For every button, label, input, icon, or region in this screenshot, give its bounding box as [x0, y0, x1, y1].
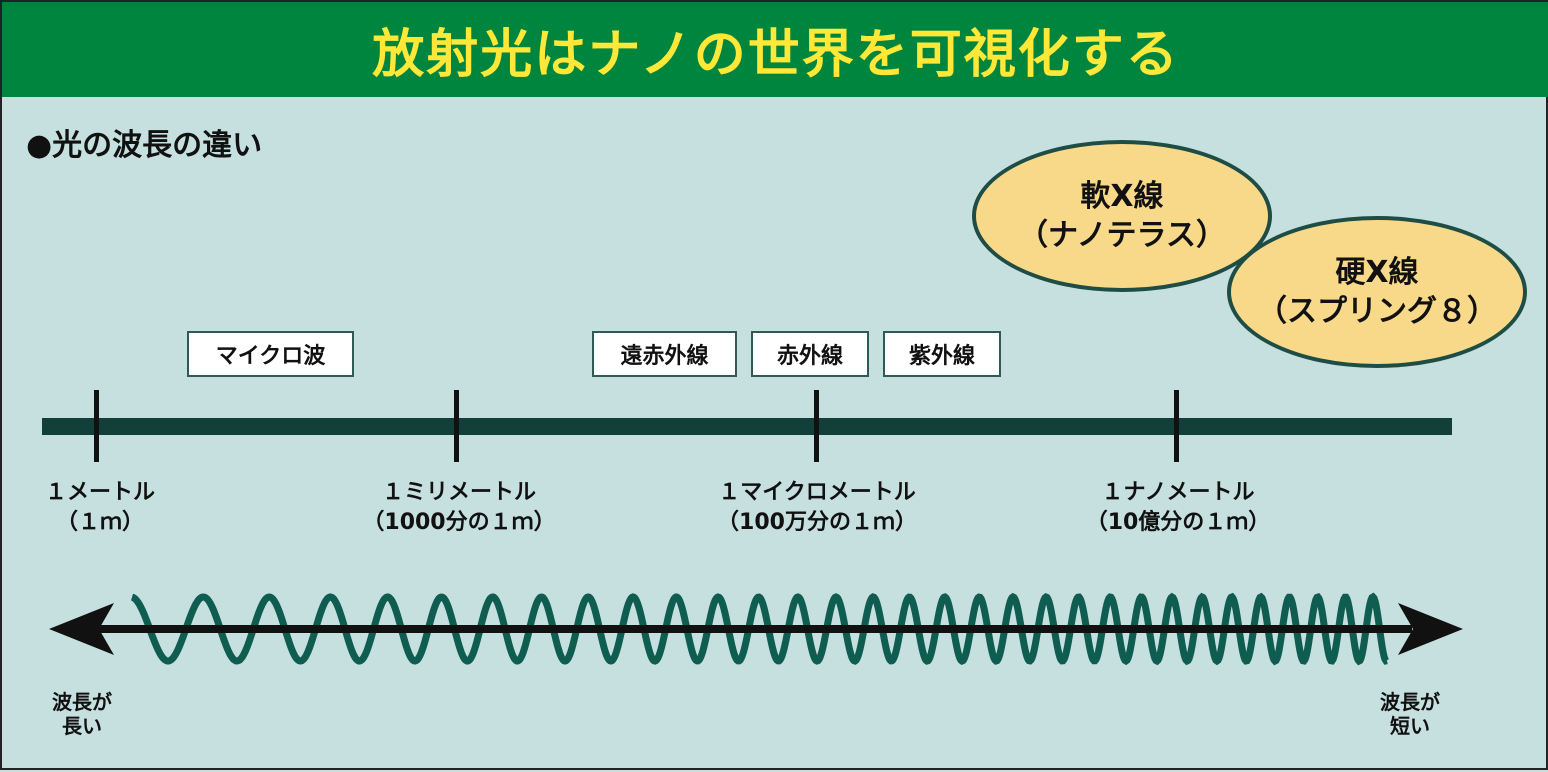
soft-xray-label: 軟X線: [1080, 179, 1164, 214]
hard-xray-oval: 硬X線 （スプリング８）: [1227, 216, 1527, 368]
band-label-far-infrared: 遠赤外線: [592, 331, 737, 377]
band-label-microwave: マイクロ波: [187, 331, 354, 377]
arrow-right-icon: [1398, 603, 1463, 655]
long-wavelength-label: 波長が長い: [52, 690, 112, 738]
tick-mark: [454, 390, 459, 462]
arrow-left-icon: [49, 603, 114, 655]
tick-label-micrometer: １マイクロメートル（100万分の１ｍ）: [717, 480, 917, 535]
wavelength-scale-bar: [42, 418, 1452, 435]
wave-curve: [130, 592, 1389, 666]
direction-arrow-shaft: [72, 625, 1412, 633]
tick-mark: [94, 390, 99, 462]
hard-xray-facility: （スプリング８）: [1257, 294, 1497, 329]
tick-mark: [814, 390, 819, 462]
tick-label-meter: １メートル（１ｍ）: [44, 480, 156, 535]
tick-label-nanometer: １ナノメートル（10億分の１ｍ）: [1085, 480, 1271, 535]
band-label-ultraviolet: 紫外線: [883, 331, 1001, 377]
page-title: 放射光はナノの世界を可視化する: [372, 25, 1180, 85]
soft-xray-oval: 軟X線 （ナノテラス）: [972, 140, 1272, 292]
tick-mark: [1174, 390, 1179, 462]
soft-xray-facility: （ナノテラス）: [1018, 218, 1226, 253]
short-wavelength-label: 波長が短い: [1380, 690, 1440, 738]
header-bar: 放射光はナノの世界を可視化する: [2, 2, 1548, 97]
section-subtitle: ●光の波長の違い: [26, 128, 263, 163]
hard-xray-label: 硬X線: [1335, 255, 1419, 290]
band-label-infrared: 赤外線: [751, 331, 869, 377]
tick-label-millimeter: １ミリメートル（1000分の１ｍ）: [362, 480, 556, 535]
